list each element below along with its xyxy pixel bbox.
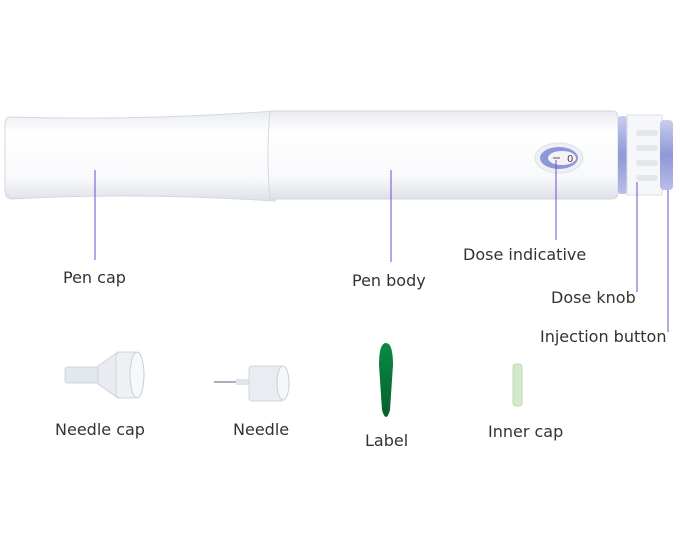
label-injection-button: Injection button <box>540 327 667 346</box>
label-needle-cap: Needle cap <box>55 420 145 439</box>
green-label <box>379 343 393 417</box>
needle-cap <box>64 351 145 399</box>
needle-part <box>214 365 290 402</box>
injection-button <box>660 120 673 190</box>
label-dose-indicative: Dose indicative <box>463 245 587 264</box>
label-pen-body: Pen body <box>352 271 426 290</box>
inner-cap-part <box>512 363 523 407</box>
label-label: Label <box>365 431 409 450</box>
dose-value: 0 <box>567 154 573 165</box>
leader-lines <box>94 160 669 332</box>
pen-body <box>267 110 619 200</box>
label-needle: Needle <box>233 420 290 439</box>
body-ring <box>618 116 627 194</box>
pen-cap <box>4 110 276 202</box>
label-inner-cap: Inner cap <box>488 422 564 441</box>
label-pen-cap: Pen cap <box>63 268 126 287</box>
label-dose-knob: Dose knob <box>551 288 636 307</box>
dose-window: 0 <box>534 142 584 174</box>
dose-knob <box>626 114 663 196</box>
